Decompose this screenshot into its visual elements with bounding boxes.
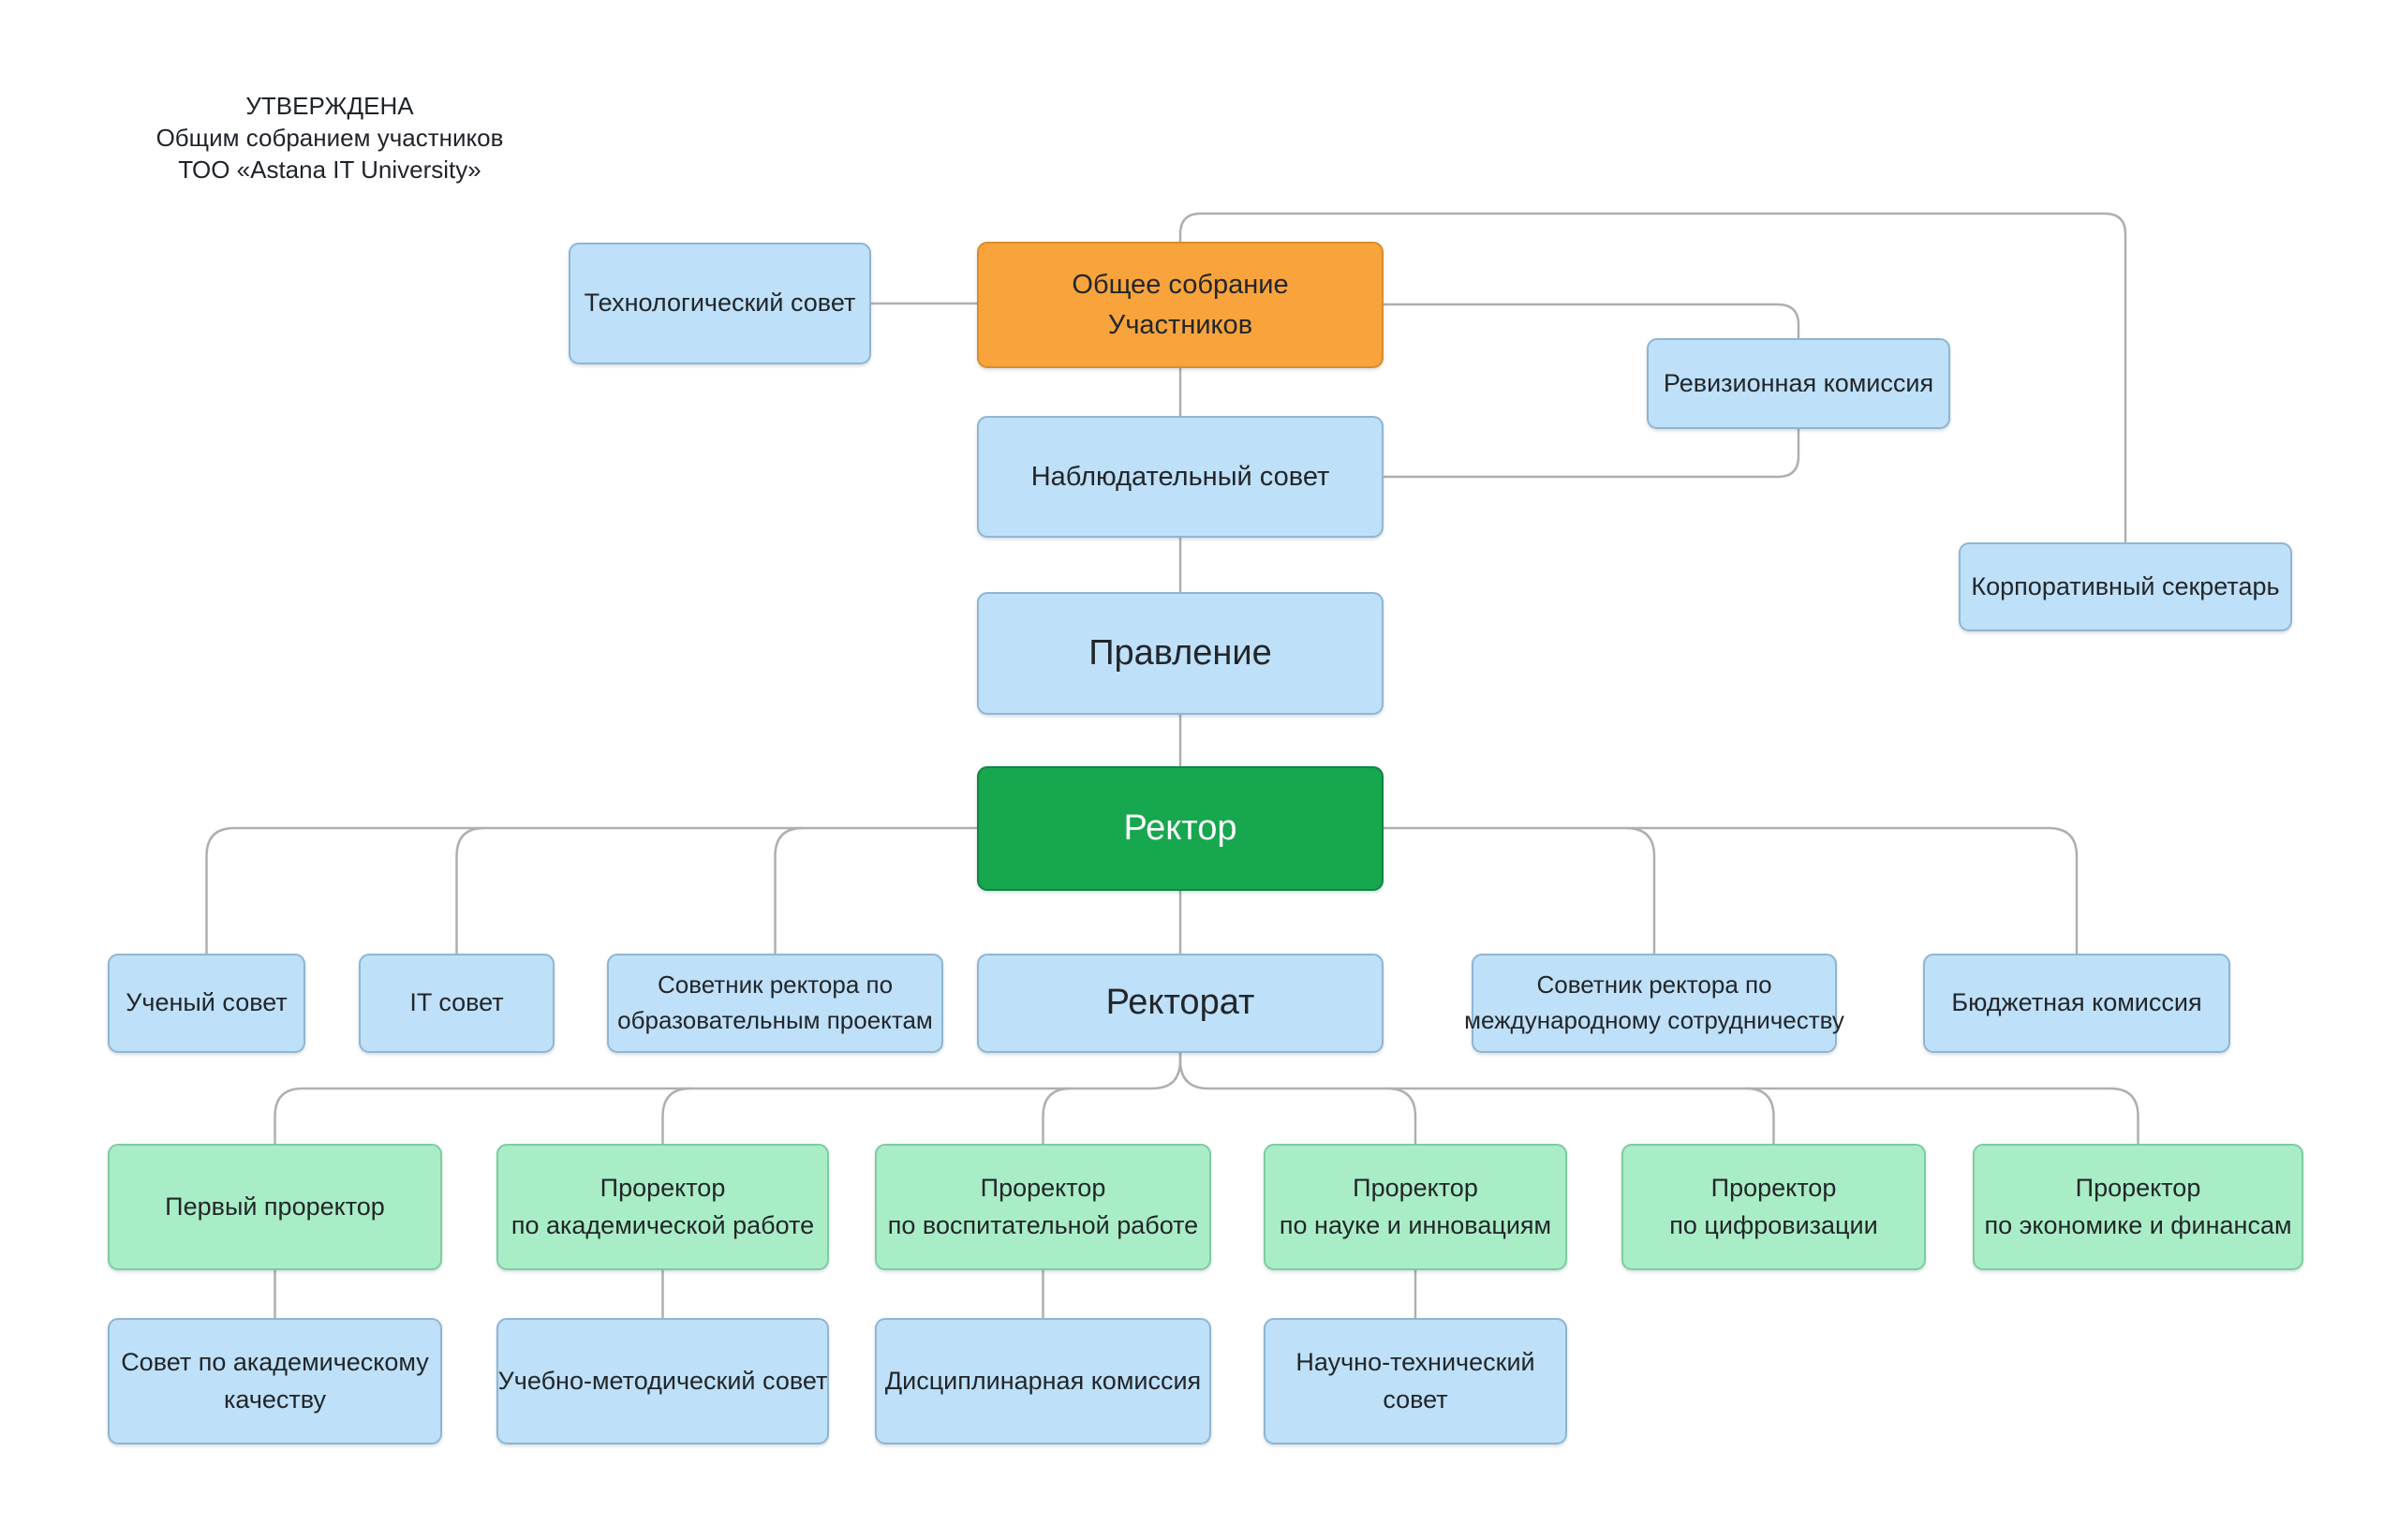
node-council-academic-quality: Совет по академическому качеству: [108, 1318, 442, 1444]
node-technological-council: Технологический совет: [569, 243, 871, 364]
node-academic-council: Ученый совет: [108, 954, 305, 1053]
connector-line: [1384, 303, 1800, 338]
node-label-line: совет: [1383, 1385, 1448, 1414]
connector-line: [1386, 1087, 1417, 1144]
connector-line: [455, 826, 485, 954]
connector-line: [774, 826, 804, 954]
node-label-line: Совет по академическому: [121, 1348, 429, 1377]
node-label-line: по воспитательной работе: [887, 1210, 1199, 1239]
node-label-line: IT совет: [409, 988, 504, 1017]
node-label-line: Ревизионная комиссия: [1663, 368, 1934, 397]
node-label-line: Ученый совет: [126, 988, 288, 1017]
connector-line: [205, 826, 977, 954]
node-budget-commission: Бюджетная комиссия: [1923, 954, 2230, 1053]
node-educational-methodical-council: Учебно-методический совет: [496, 1318, 829, 1444]
node-first-vice-rector: Первый проректор: [108, 1144, 442, 1270]
node-label-line: Первый проректор: [165, 1192, 385, 1221]
node-label-line: Корпоративный секретарь: [1971, 571, 2280, 600]
node-label-line: по цифровизации: [1669, 1210, 1878, 1239]
node-label-line: Общее собрание: [1072, 270, 1289, 301]
connector-line: [274, 1053, 1182, 1144]
node-audit-commission: Ревизионная комиссия: [1647, 338, 1950, 429]
node-label-line: Бюджетная комиссия: [1951, 988, 2202, 1017]
connector-line: [1384, 429, 1800, 479]
node-rectorate: Ректорат: [977, 954, 1384, 1053]
node-vice-rector-science: Проректор по науке и инновациям: [1264, 1144, 1567, 1270]
node-corporate-secretary: Корпоративный секретарь: [1959, 542, 2292, 631]
connector-line: [1178, 1053, 2139, 1144]
approval-note: УТВЕРЖДЕНА Общим собранием участников ТО…: [142, 90, 517, 185]
node-label-line: Учебно-методический совет: [497, 1366, 828, 1395]
node-management-board: Правление: [977, 592, 1384, 715]
connector-line: [1745, 1087, 1775, 1144]
node-label-line: Наблюдательный совет: [1030, 461, 1330, 492]
node-label-line: Участников: [1107, 309, 1253, 340]
node-label-line: качеству: [223, 1385, 327, 1414]
node-advisor-international-cooperation: Советник ректора по международному сотруд…: [1464, 954, 1844, 1053]
node-vice-rector-academic: Проректор по академической работе: [496, 1144, 829, 1270]
node-label-line: Проректор: [1710, 1174, 1837, 1203]
node-supervisory-board: Наблюдательный совет: [977, 416, 1384, 538]
node-rector: Ректор: [977, 766, 1384, 891]
connector-line: [661, 1087, 691, 1144]
approval-note-line: УТВЕРЖДЕНА: [245, 92, 414, 120]
connector-line: [1384, 826, 2079, 954]
node-label-line: по академической работе: [511, 1210, 815, 1239]
node-it-council: IT совет: [359, 954, 555, 1053]
node-label-line: по экономике и финансам: [1984, 1210, 2292, 1239]
node-label-line: Технологический совет: [584, 289, 856, 318]
node-label-line: Правление: [1088, 632, 1272, 673]
node-label-line: Ректорат: [1105, 983, 1255, 1023]
node-vice-rector-economics: Проректор по экономике и финансам: [1973, 1144, 2303, 1270]
node-label-line: международному сотрудничеству: [1464, 1006, 1844, 1034]
node-label-line: Проректор: [980, 1174, 1106, 1203]
approval-note-line: ТОО «Astana IT University»: [178, 155, 481, 184]
node-label-line: Проректор: [1353, 1174, 1478, 1203]
node-label-line: Проректор: [600, 1174, 726, 1203]
approval-note-line: Общим собранием участников: [155, 124, 504, 152]
node-label-line: Научно-технический: [1295, 1348, 1535, 1377]
node-vice-rector-educational: Проректор по воспитательной работе: [875, 1144, 1211, 1270]
node-scientific-technical-council: Научно-технический совет: [1264, 1318, 1567, 1444]
node-advisor-educational-projects: Советник ректора по образовательным проек…: [607, 954, 943, 1053]
connector-line: [1625, 826, 1656, 954]
node-label-line: образовательным проектам: [617, 1006, 933, 1034]
connector-line: [1042, 1087, 1072, 1144]
node-label-line: Ректор: [1123, 807, 1237, 848]
node-disciplinary-commission: Дисциплинарная комиссия: [875, 1318, 1211, 1444]
node-label-line: по науке и инновациям: [1279, 1210, 1552, 1239]
node-vice-rector-digitalization: Проректор по цифровизации: [1621, 1144, 1926, 1270]
node-label-line: Дисциплинарная комиссия: [884, 1366, 1202, 1395]
node-label-line: Советник ректора по: [657, 970, 894, 1000]
node-label-line: Проректор: [2075, 1174, 2201, 1203]
node-label-line: Советник ректора по: [1536, 970, 1772, 1000]
